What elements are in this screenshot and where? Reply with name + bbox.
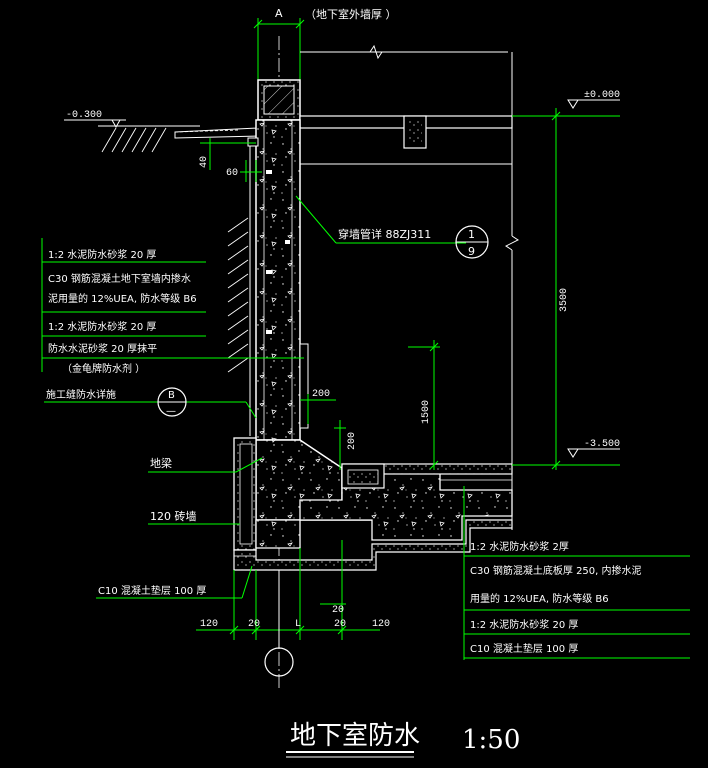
dim-bottom-20-right: 20: [334, 619, 346, 630]
dim-200-b: 200: [347, 432, 358, 450]
wall-layer-1: 1:2 水泥防水砂浆 20 厚: [48, 248, 156, 261]
elevation-basement-floor: -3.500: [584, 439, 620, 450]
construction-joint-note: 施工缝防水详施: [46, 388, 116, 401]
drawing-title: 地下室防水: [290, 721, 420, 751]
wall-layer-4: 1:2 水泥防水砂浆 20 厚: [48, 320, 156, 333]
dim-bottom-20-left: 20: [248, 619, 260, 630]
drawing-title-block: 地下室防水 1:50: [286, 721, 520, 758]
elevation-ground: -0.300: [66, 110, 102, 121]
dim-60: 60: [226, 168, 238, 179]
soil-hatch: [227, 217, 249, 373]
dims-200: 200 200: [300, 389, 358, 470]
small-dims: 40 60: [199, 138, 262, 182]
floor-layer-4: 1:2 水泥防水砂浆 20 厚: [470, 618, 578, 631]
dim-1500: 1500: [421, 400, 432, 424]
bottom-dimensions: 120 20 L 20 120 20: [196, 540, 390, 677]
dim-bottom-120-right: 120: [372, 619, 390, 630]
top-dimension: A （地下室外墙厚 ）: [253, 7, 397, 80]
cushion-left-text: C10 混凝土垫层 100 厚: [98, 584, 206, 597]
dim-bottom-L: L: [295, 619, 301, 630]
wall-layer-3: 泥用量的 12%UEA, 防水等级 B6: [48, 292, 197, 305]
cushion-left-label: C10 混凝土垫层 100 厚: [96, 565, 253, 599]
wall-layer-2: C30 钢筋混凝土地下室墙内掺水: [48, 272, 191, 285]
dim-a-label: A: [275, 7, 283, 20]
pipe-through-wall-note: 穿墙管详 88ZJ311: [338, 227, 431, 241]
joint-bubble-bottom: —: [166, 406, 176, 417]
outside-ground: -0.300: [64, 110, 259, 153]
floor-layer-labels: 1:2 水泥防水砂浆 2厚 C30 钢筋混凝土底板厚 250, 内掺水泥 用量的…: [463, 486, 690, 660]
floor-layer-2: C30 钢筋混凝土底板厚 250, 内掺水泥: [470, 564, 642, 577]
drawing-scale: 1:50: [462, 725, 520, 755]
brick-wall-label: 120 砖墙: [148, 509, 240, 525]
wall-layer-labels: 1:2 水泥防水砂浆 20 厚 C30 钢筋混凝土地下室墙内掺水 泥用量的 12…: [41, 238, 304, 375]
wall-thickness-note: （地下室外墙厚 ）: [305, 7, 397, 21]
break-line-right: [505, 52, 519, 530]
floor-layer-5: C10 混凝土垫层 100 厚: [470, 642, 578, 655]
dim-3500: 3500: [559, 288, 570, 312]
brick-wall-text: 120 砖墙: [150, 509, 197, 523]
wall-layer-5: 防水水泥砂浆 20 厚抹平: [48, 342, 157, 355]
dim-40: 40: [199, 156, 210, 168]
ground-beam-label: 地梁: [148, 456, 263, 473]
dim-200-a: 200: [312, 389, 330, 400]
break-line-top: [278, 36, 508, 690]
pipe-note: 穿墙管详 88ZJ311 1 9: [295, 195, 489, 259]
wall-layer-6: （金龟牌防水剂 ）: [62, 362, 145, 375]
elevation-markers: ±0.000 -3.500 3500 1500: [408, 90, 620, 470]
joint-bubble-top: B: [168, 390, 175, 401]
floor-layer-3: 用量的 12%UEA, 防水等级 B6: [470, 592, 609, 605]
ground-floor-slab: [299, 115, 513, 165]
ground-beam-text: 地梁: [150, 456, 172, 470]
basement-wall: [247, 119, 301, 441]
basement-floor-slab: [384, 473, 512, 481]
detail-bubble-bottom: 9: [468, 245, 475, 258]
joint-note: 施工缝防水详施 B —: [44, 387, 257, 419]
dim-bottom-20-top: 20: [332, 605, 344, 616]
foundation: [233, 437, 513, 571]
dim-bottom-120-left: 120: [200, 619, 218, 630]
detail-bubble-top: 1: [468, 228, 475, 241]
elevation-floor-top: ±0.000: [584, 90, 620, 101]
floor-layer-1: 1:2 水泥防水砂浆 2厚: [470, 540, 569, 553]
interior-plaster: [299, 343, 309, 429]
